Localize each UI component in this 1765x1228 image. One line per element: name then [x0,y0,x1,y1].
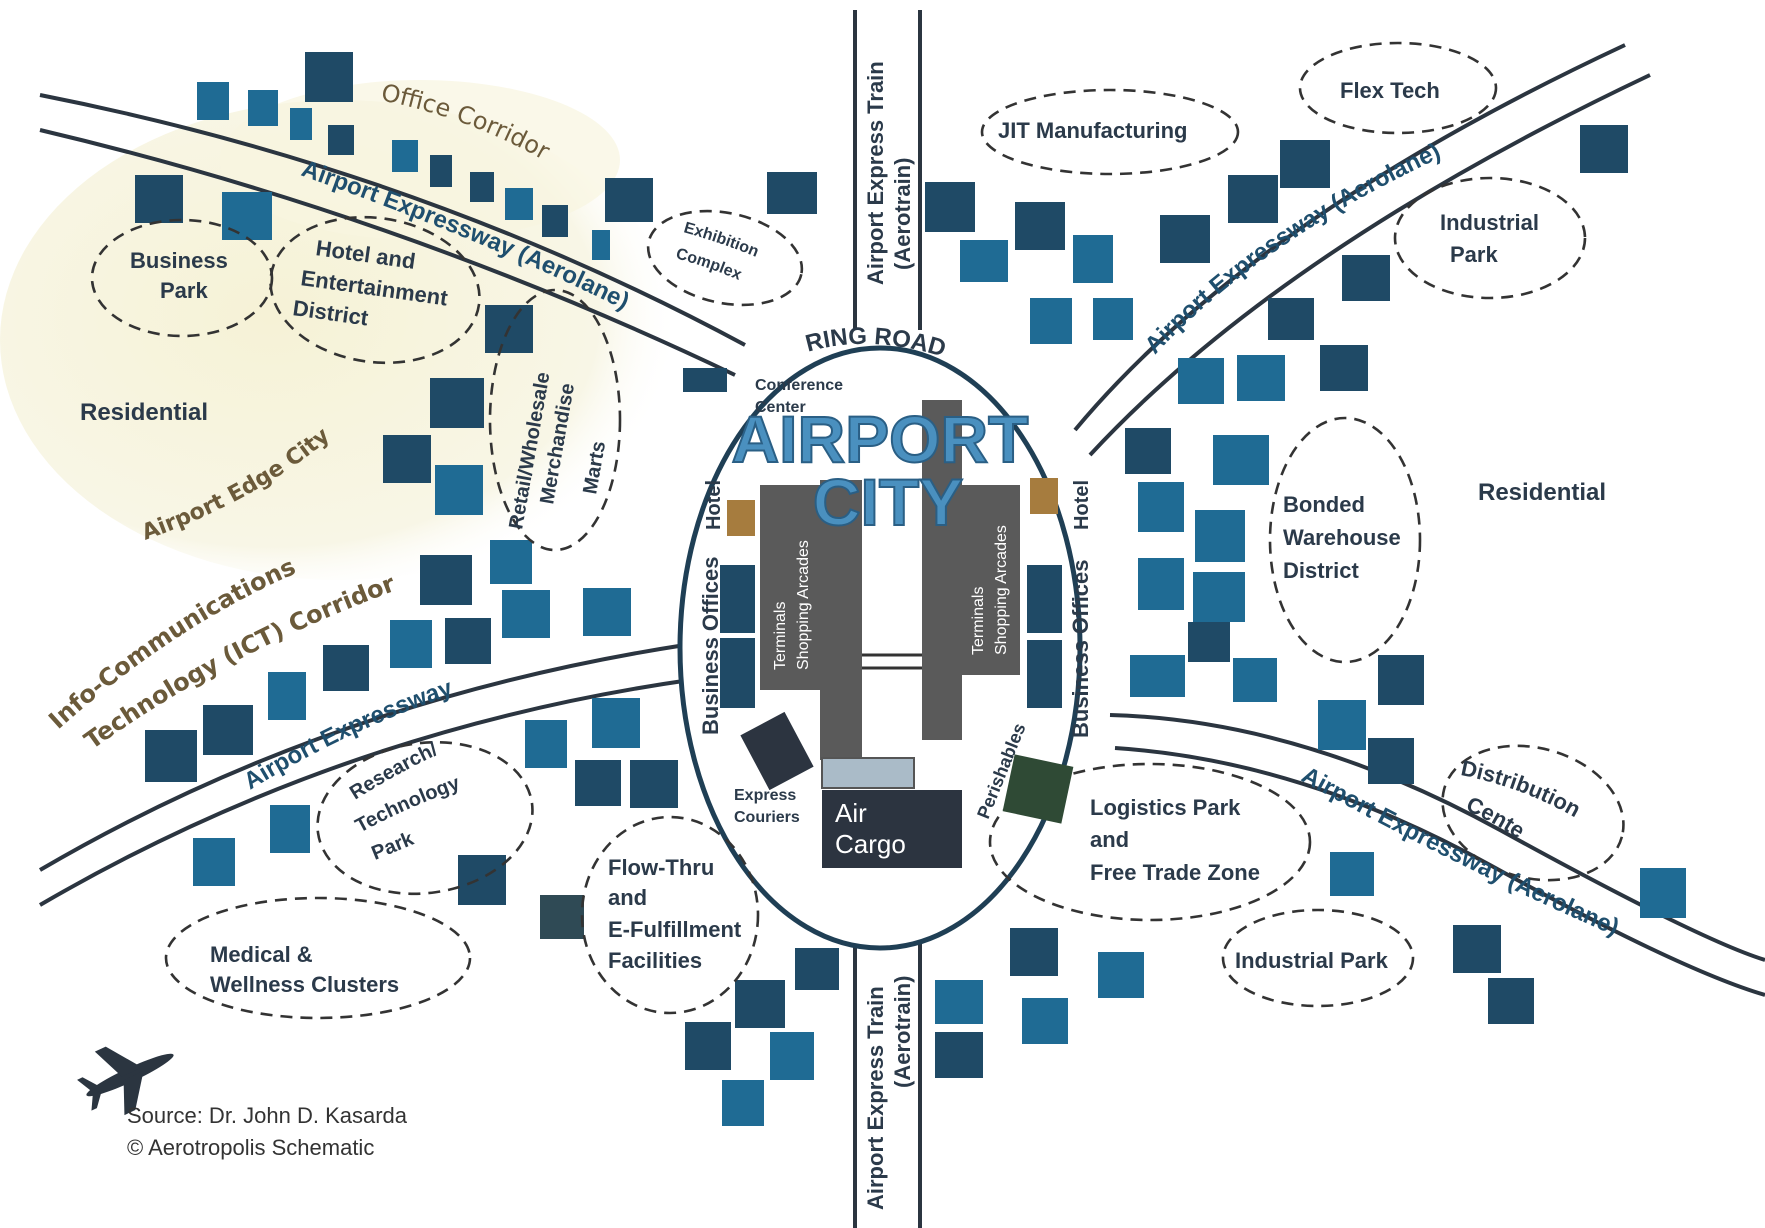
industrial-ne-label-2: Park [1450,242,1498,267]
train-south-label-1: Airport Express Train [863,986,888,1210]
airport-city-title: AIRPORT CITY [731,401,1030,540]
medical-label-1: Medical & [210,942,313,967]
business-park-label-1: Business [130,248,228,273]
source-line-2: © Aerotropolis Schematic [127,1135,374,1160]
train-south-label-2: (Aerotrain) [890,976,915,1088]
source-credit: Source: Dr. John D. Kasarda © Aerotropol… [127,1103,408,1160]
logistics-label-1: Logistics Park [1090,795,1241,820]
flow-thru-label-4: Facilities [608,948,702,973]
terminals-right-1: Terminals [970,587,987,655]
air-cargo-label-1: Air [835,798,867,828]
conference-label-2: Center [755,399,806,416]
road-lines [38,10,1765,1228]
train-north-label-1: Airport Express Train [863,61,888,285]
airport-title: AIRPORT [732,402,1029,476]
building-blocks [135,52,1686,1126]
industrial-ne-label-1: Industrial [1440,210,1539,235]
industrial-se-label: Industrial Park [1235,948,1389,973]
logistics-label-3: Free Trade Zone [1090,860,1260,885]
hotel-left-label: Hotel [703,480,725,530]
logistics-label-2: and [1090,827,1129,852]
airport-core [720,400,1074,868]
terminals-right-2: Shopping Arcades [993,525,1010,655]
train-north-label-2: (Aerotrain) [890,158,915,270]
express-label-1: Express [734,787,796,804]
residential-west-label: Residential [80,399,208,426]
flow-thru-label-2: and [608,885,647,910]
jit-label: JIT Manufacturing [998,118,1187,143]
flow-thru-label-3: E-Fulfillment [608,917,742,942]
terminals-left-2: Shopping Arcades [795,540,812,670]
conference-label-1: Conference [755,377,843,394]
flex-tech-label: Flex Tech [1340,78,1440,103]
bonded-label-2: Warehouse [1283,525,1401,550]
residential-east-label: Residential [1478,479,1606,506]
bonded-label-1: Bonded [1283,492,1365,517]
air-cargo-label-2: Cargo [835,829,906,859]
business-offices-left: Business Offices [698,556,723,735]
airplane-icon [77,1046,174,1116]
zone-outlines [90,41,1625,1020]
research-label-3: Park [368,828,417,865]
source-line-1: Source: Dr. John D. Kasarda [127,1103,408,1128]
express-label-2: Couriers [734,809,800,826]
medical-label-2: Wellness Clusters [210,972,399,997]
bonded-label-3: District [1283,558,1359,583]
business-park-label-2: Park [160,278,208,303]
hotel-right-label: Hotel [1071,480,1093,530]
terminals-left-1: Terminals [772,602,789,670]
city-title: CITY [813,465,963,539]
flow-thru-label-1: Flow-Thru [608,855,714,880]
business-offices-right: Business Offices [1068,559,1093,738]
aerolane-se-label: Airport Expressway (Aerolane) [1297,762,1623,942]
